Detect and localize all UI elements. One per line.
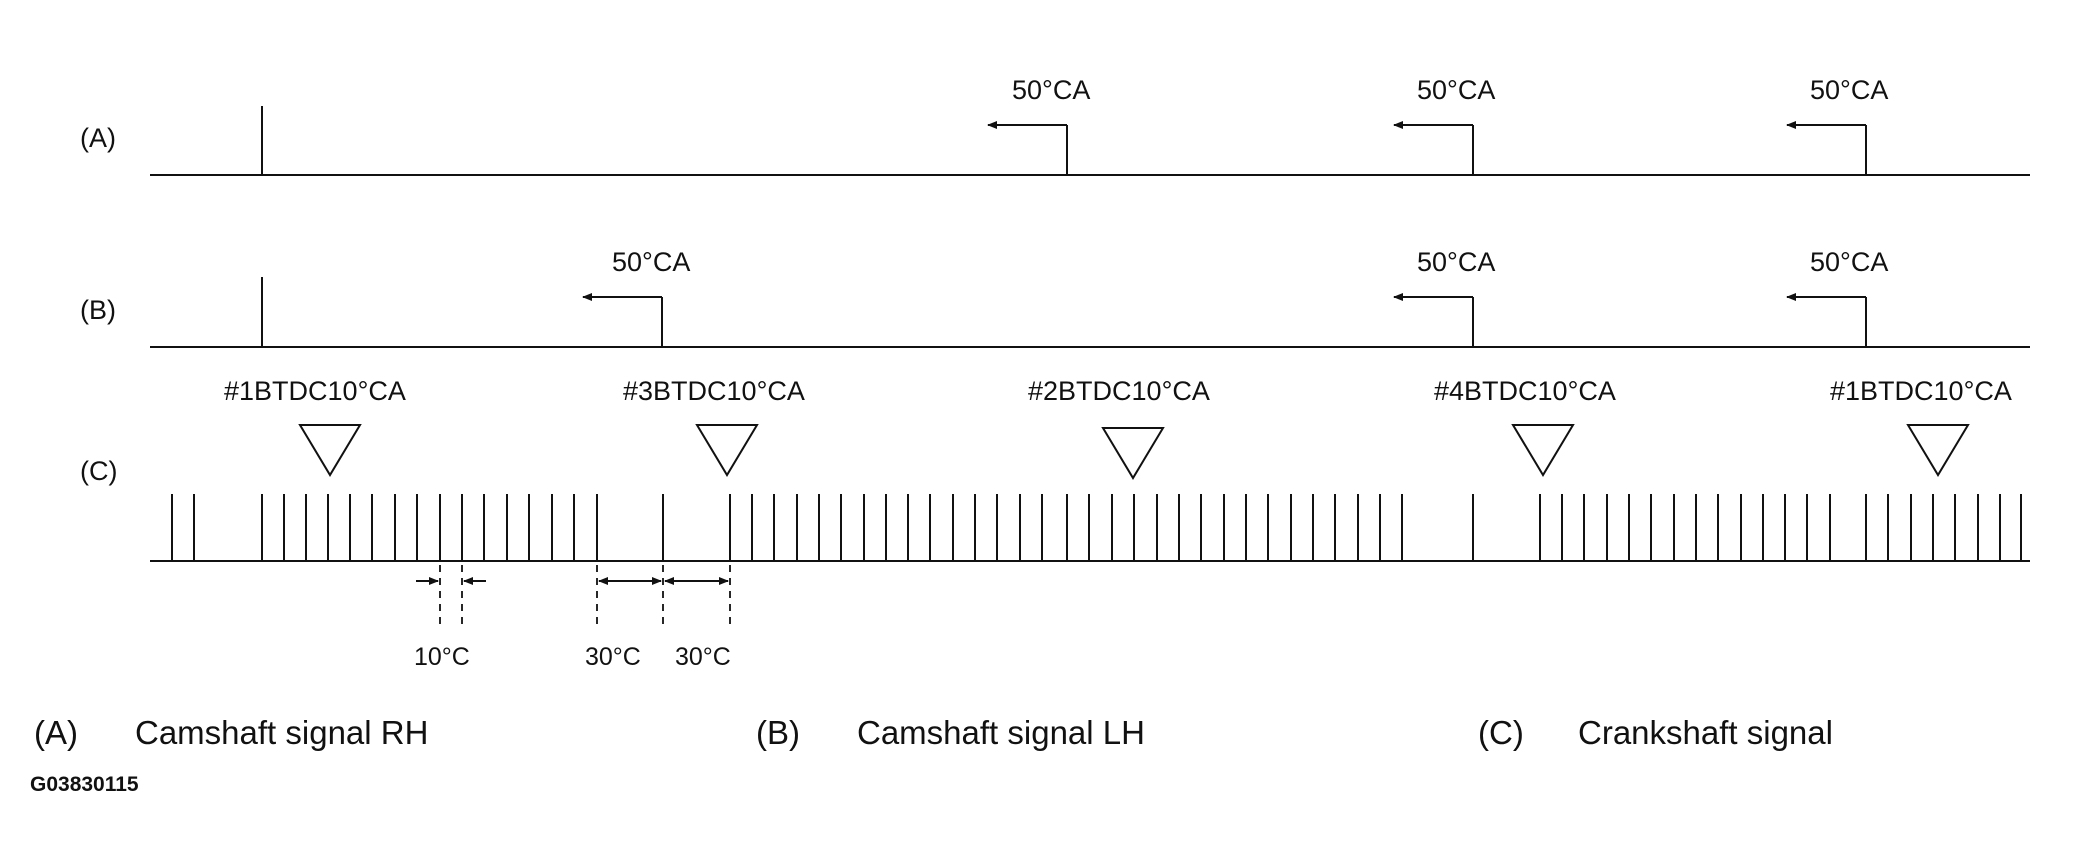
camshaft-lh-signal: 50°CA 50°CA 50°CA [150,247,2030,348]
angle-label-b-3: 50°CA [1810,247,1888,277]
btdc-label-1: #1BTDC10°CA [224,376,406,406]
btdc-marker-2 [695,424,759,477]
btdc-label-4: #4BTDC10°CA [1434,376,1616,406]
angle-label-a-1: 50°CA [1012,75,1090,105]
legend: (A) Camshaft signal RH (B) Camshaft sign… [34,714,1833,751]
angle-label-b-1: 50°CA [612,247,690,277]
interval-10-dimension: 10°C [414,565,486,671]
row-label-b: (B) [80,295,116,325]
legend-text-b: Camshaft signal LH [857,714,1145,751]
crank-teeth [171,494,2022,561]
angle-label-a-2: 50°CA [1417,75,1495,105]
row-label-a: (A) [80,123,116,153]
interval-label-30-2: 30°C [675,643,731,671]
legend-text-c: Crankshaft signal [1578,714,1833,751]
angle-label-b-2: 50°CA [1417,247,1495,277]
btdc-label-5: #1BTDC10°CA [1830,376,2012,406]
angle-label-a-3: 50°CA [1810,75,1888,105]
legend-key-b: (B) [756,714,800,751]
btdc-label-3: #2BTDC10°CA [1028,376,1210,406]
btdc-marker-1 [298,424,362,477]
camshaft-rh-signal: 50°CA 50°CA 50°CA [150,75,2030,176]
btdc-marker-4 [1511,424,1575,477]
legend-key-c: (C) [1478,714,1524,751]
crankshaft-signal: #1BTDC10°CA #3BTDC10°CA #2BTDC10°CA #4BT… [150,376,2030,671]
btdc-label-2: #3BTDC10°CA [623,376,805,406]
btdc-marker-5 [1906,424,1970,477]
legend-key-a: (A) [34,714,78,751]
interval-label-30-1: 30°C [585,643,641,671]
legend-text-a: Camshaft signal RH [135,714,428,751]
btdc-marker-3 [1101,427,1165,480]
interval-label-10: 10°C [414,643,470,671]
row-label-c: (C) [80,456,117,486]
interval-30-dimension: 30°C 30°C [585,565,731,671]
figure-code: G03830115 [30,773,139,796]
